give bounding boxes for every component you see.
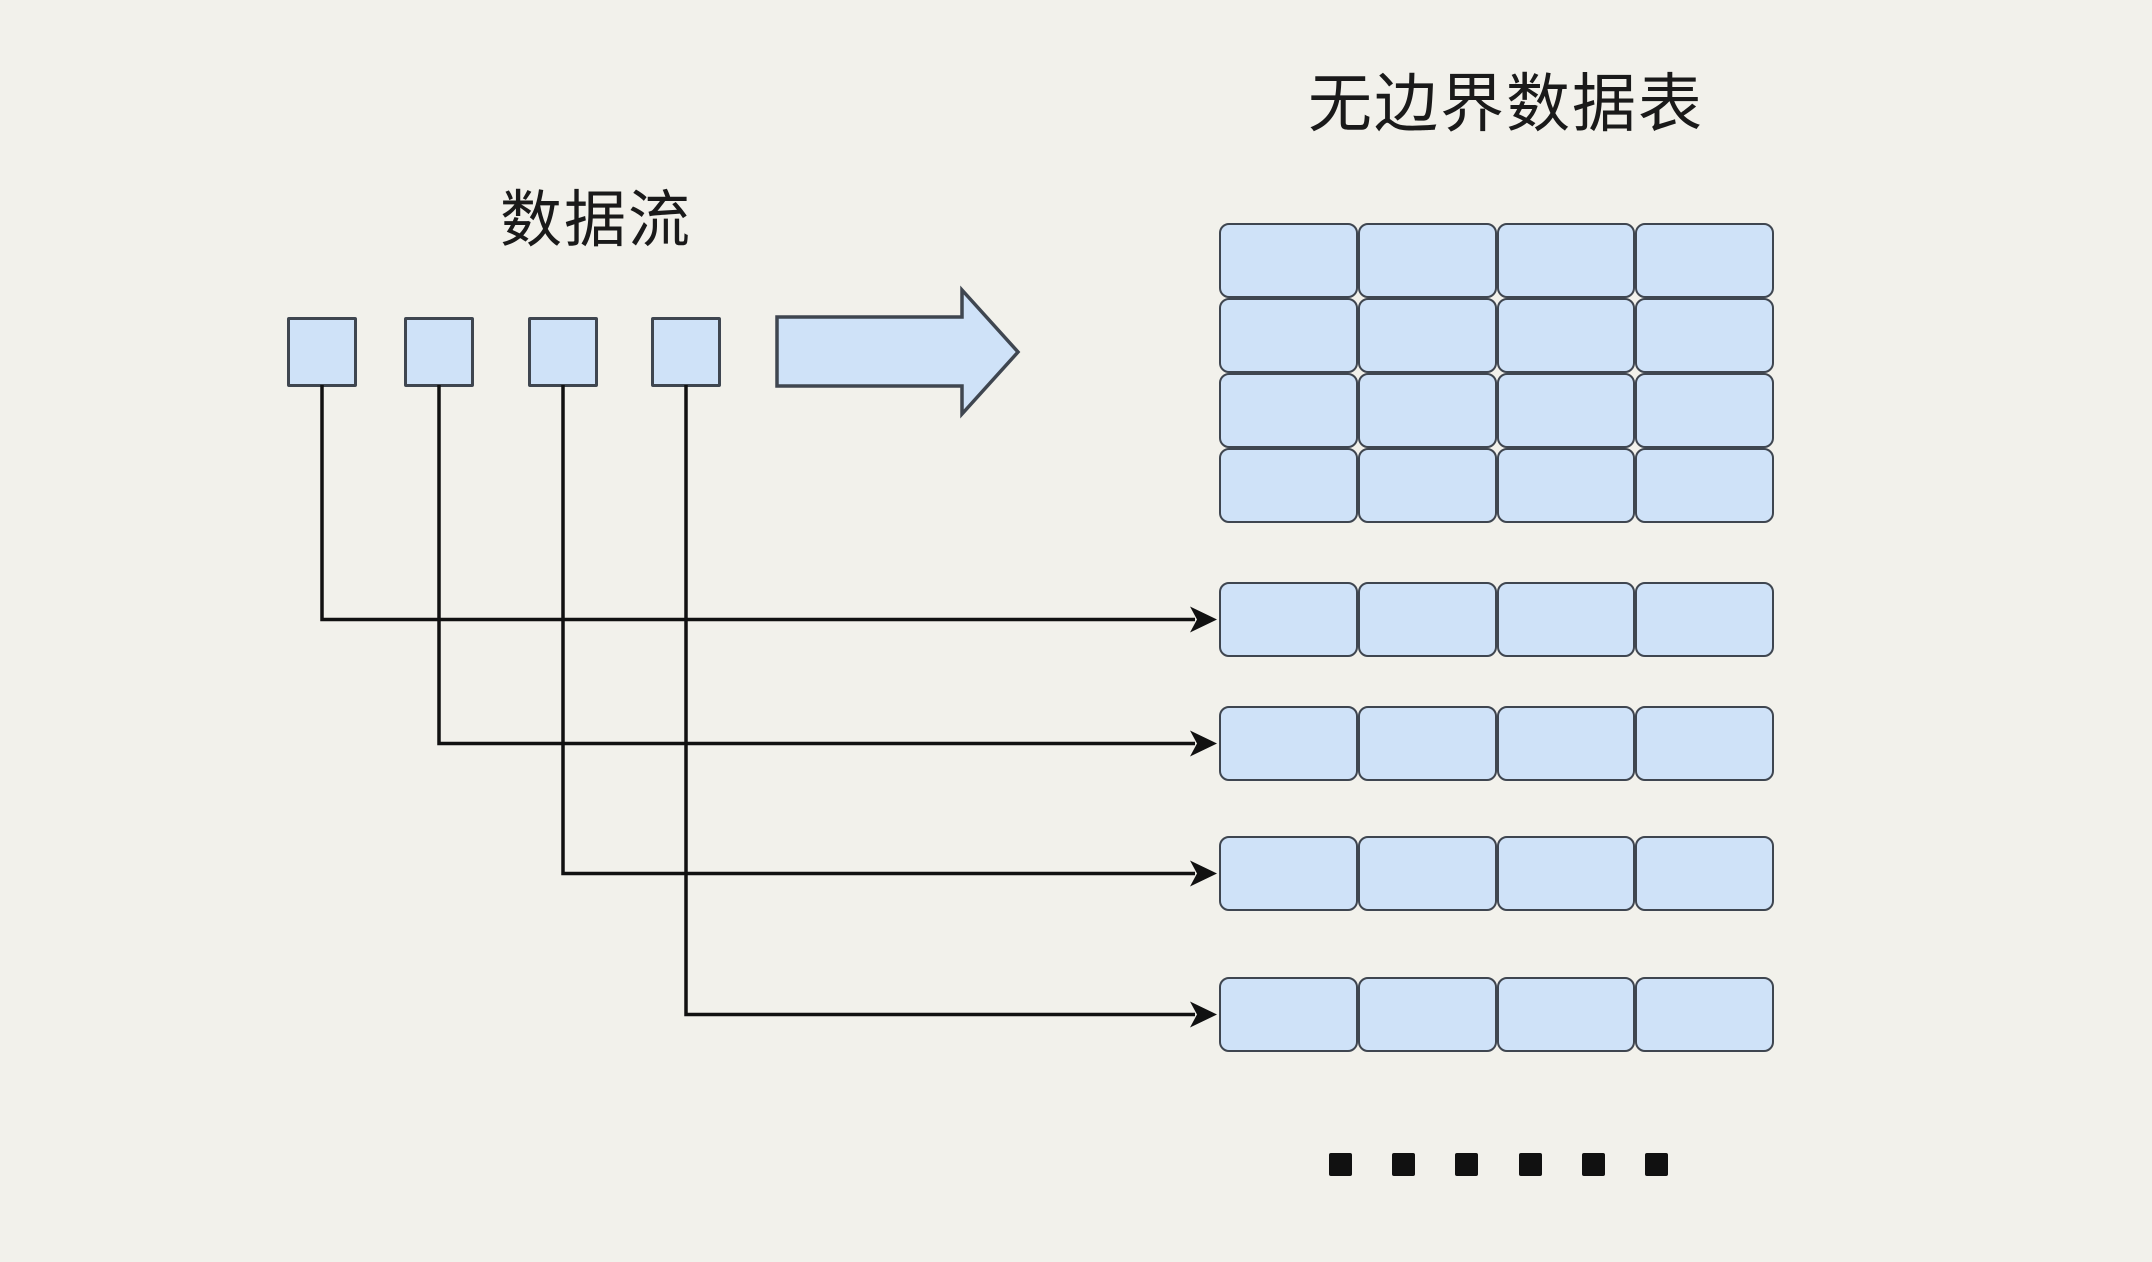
grid-cell-r3-c3: [1496, 373, 1636, 448]
connector-arrowhead-1: [1190, 606, 1217, 633]
grid-cell-r1-c2: [1357, 223, 1497, 298]
ellipsis-dot-4: [1519, 1153, 1542, 1176]
grid-cell-r4-c1: [1219, 448, 1358, 523]
appended-row-3-cell-4: [1635, 836, 1774, 911]
connector-arrowhead-3: [1190, 860, 1217, 887]
appended-row-4-cell-1: [1219, 977, 1358, 1052]
appended-row-1-cell-2: [1357, 582, 1497, 657]
appended-row-1-cell-1: [1219, 582, 1358, 657]
grid-cell-r1-c1: [1219, 223, 1358, 298]
connector-line-1: [320, 385, 1195, 622]
grid-cell-r4-c4: [1635, 448, 1774, 523]
connector-line-4: [684, 385, 1195, 1017]
grid-cell-r2-c3: [1496, 298, 1636, 373]
connector-arrowhead-2: [1190, 730, 1217, 757]
ellipsis-dot-6: [1645, 1153, 1668, 1176]
appended-row-2-cell-4: [1635, 706, 1774, 781]
grid-cell-r4-c3: [1496, 448, 1636, 523]
flow-arrow: [775, 285, 1021, 419]
appended-row-4-cell-4: [1635, 977, 1774, 1052]
grid-cell-r3-c1: [1219, 373, 1358, 448]
appended-row-1-cell-3: [1496, 582, 1636, 657]
grid-cell-r4-c2: [1357, 448, 1497, 523]
grid-cell-r1-c4: [1635, 223, 1774, 298]
connector-line-3: [561, 385, 1195, 876]
appended-row-4-cell-3: [1496, 977, 1636, 1052]
grid-cell-r2-c4: [1635, 298, 1774, 373]
appended-row-3-cell-2: [1357, 836, 1497, 911]
stream-item-2: [404, 317, 474, 387]
ellipsis-dot-3: [1455, 1153, 1478, 1176]
ellipsis-dot-1: [1329, 1153, 1352, 1176]
appended-row-1-cell-4: [1635, 582, 1774, 657]
data-stream-label: 数据流: [499, 186, 693, 255]
appended-row-2-cell-3: [1496, 706, 1636, 781]
appended-row-2-cell-2: [1357, 706, 1497, 781]
ellipsis-dot-5: [1582, 1153, 1605, 1176]
stream-item-3: [528, 317, 598, 387]
appended-row-3-cell-3: [1496, 836, 1636, 911]
grid-cell-r2-c2: [1357, 298, 1497, 373]
ellipsis-dot-2: [1392, 1153, 1415, 1176]
appended-row-4-cell-2: [1357, 977, 1497, 1052]
grid-cell-r3-c4: [1635, 373, 1774, 448]
connector-arrowhead-4: [1190, 1001, 1217, 1028]
grid-cell-r2-c1: [1219, 298, 1358, 373]
connector-line-2: [437, 385, 1195, 746]
appended-row-3-cell-1: [1219, 836, 1358, 911]
grid-cell-r3-c2: [1357, 373, 1497, 448]
grid-cell-r1-c3: [1496, 223, 1636, 298]
appended-row-2-cell-1: [1219, 706, 1358, 781]
unbounded-table-title: 无边界数据表: [1308, 68, 1704, 140]
